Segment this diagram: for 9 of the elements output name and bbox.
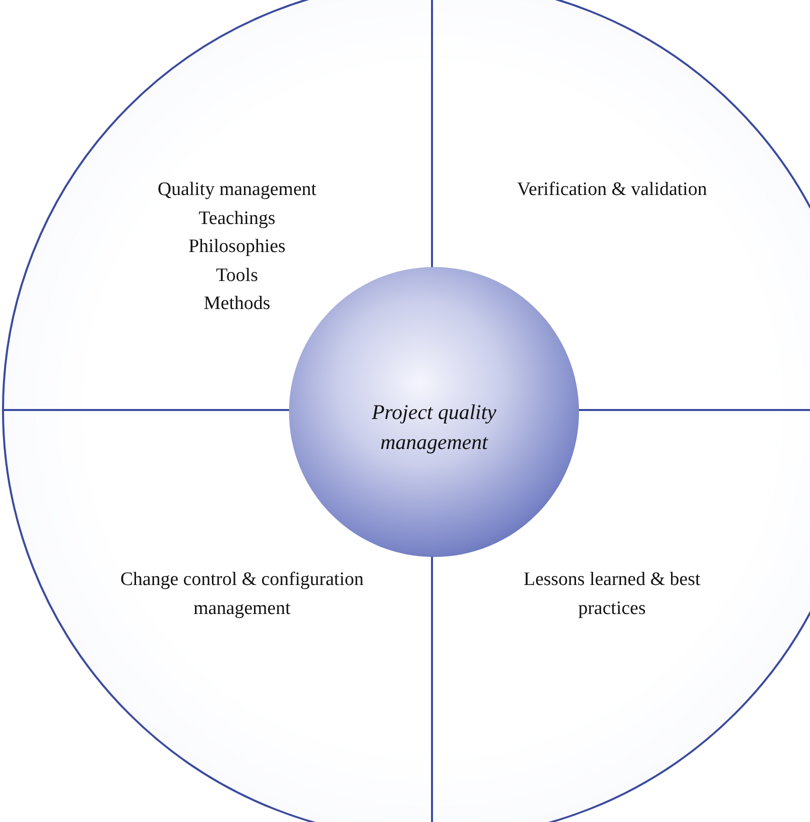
quadrant-label: Teachings [198, 206, 276, 230]
quadrant-label: Lessons learned & best practices [522, 568, 702, 620]
quadrant-label: Methods [204, 292, 270, 316]
center-label: Project quality management [370, 399, 498, 456]
quadrant-label: Quality management [158, 178, 316, 202]
quadrant-label: Verification & validation [517, 178, 707, 202]
quadrant-label: Tools [216, 264, 258, 288]
quadrant-label: Change control & configuration management [119, 568, 365, 620]
quadrant-label: Philosophies [188, 235, 286, 259]
